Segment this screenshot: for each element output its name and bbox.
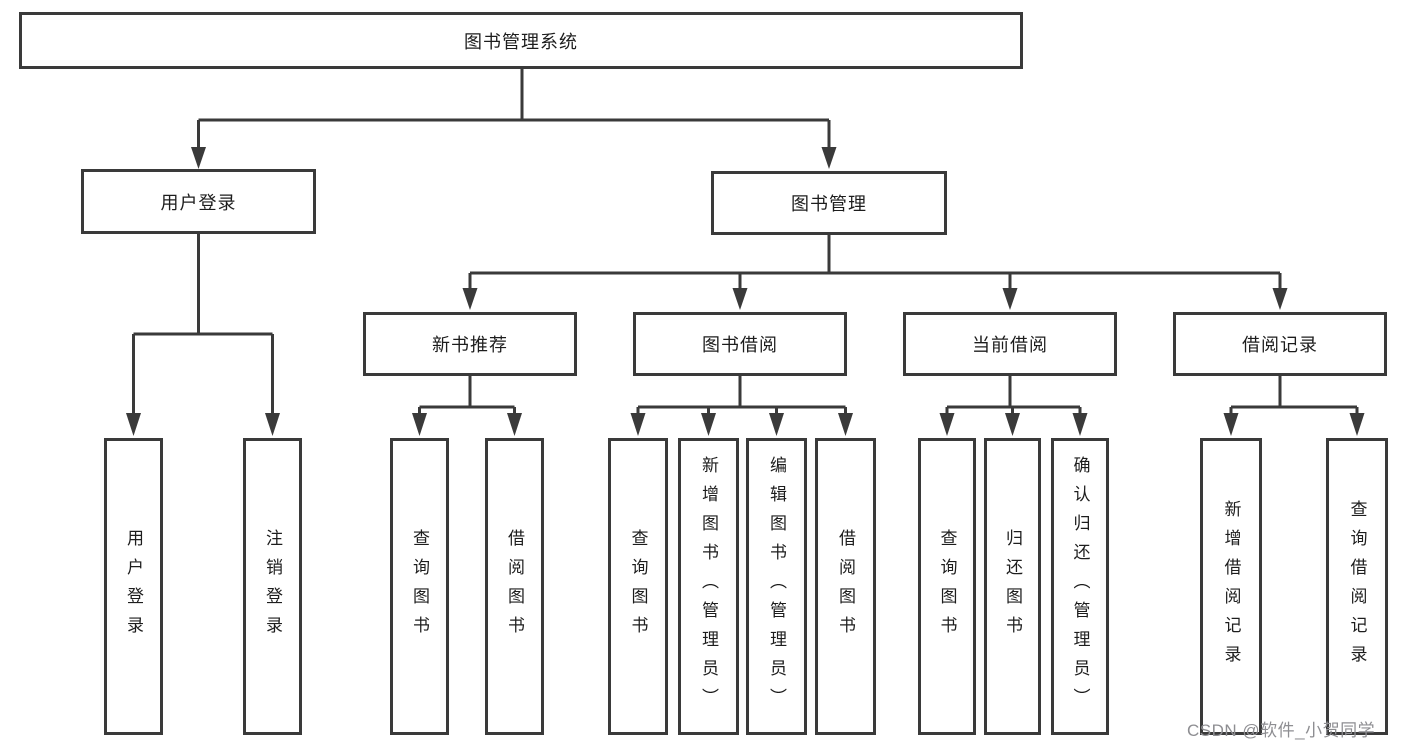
node-book-borrow-label: 图书借阅: [702, 335, 778, 355]
leaf-query-borrow-record: 查询借阅记录: [1326, 438, 1388, 735]
node-new-books: 新书推荐: [363, 312, 577, 376]
connector-bookmgmt-to-level2: [462, 235, 1288, 310]
node-root: 图书管理系统: [19, 12, 1023, 69]
leaf-user-login-label: 用户登录: [124, 528, 143, 645]
leaf-add-books-admin-label: 新增图书（管理员）: [699, 456, 718, 717]
leaf-return-books-label: 归还图书: [1003, 528, 1022, 645]
leaf-query-books-recommend-label: 查询图书: [410, 528, 429, 645]
node-user-login: 用户登录: [81, 169, 316, 234]
leaf-borrow-books-recommend-label: 借阅图书: [505, 528, 524, 645]
csdn-watermark: CSDN @软件_小贺同学: [1187, 721, 1376, 740]
leaf-query-books-borrow-label: 查询图书: [628, 528, 648, 645]
connector-newbooks-to-leaves: [412, 376, 522, 436]
node-book-mgmt: 图书管理: [711, 171, 947, 235]
node-current-borrow-label: 当前借阅: [972, 335, 1048, 355]
leaf-confirm-return-admin: 确认归还（管理员）: [1051, 438, 1109, 735]
leaf-add-borrow-record-label: 新增借阅记录: [1221, 499, 1241, 674]
leaf-query-books-current: 查询图书: [918, 438, 976, 735]
leaf-borrow-books-label: 借阅图书: [836, 528, 855, 645]
leaf-return-books: 归还图书: [984, 438, 1041, 735]
leaf-query-borrow-record-label: 查询借阅记录: [1347, 499, 1367, 674]
node-borrow-records-label: 借阅记录: [1242, 335, 1318, 355]
node-new-books-label: 新书推荐: [432, 335, 508, 355]
connector-currentborrow-to-leaves: [939, 376, 1088, 436]
leaf-logout-label: 注销登录: [263, 528, 282, 645]
connector-bookborrow-to-leaves: [630, 376, 853, 436]
leaf-confirm-return-admin-label: 确认归还（管理员）: [1070, 456, 1090, 717]
node-book-mgmt-label: 图书管理: [791, 194, 867, 214]
leaf-user-login: 用户登录: [104, 438, 163, 735]
connector-userlogin-to-leaves: [126, 234, 280, 436]
leaf-add-borrow-record: 新增借阅记录: [1200, 438, 1262, 735]
leaf-edit-books-admin: 编辑图书（管理员）: [746, 438, 807, 735]
connector-root-to-level1: [191, 69, 837, 169]
node-book-borrow: 图书借阅: [633, 312, 847, 376]
leaf-edit-books-admin-label: 编辑图书（管理员）: [767, 456, 786, 717]
node-current-borrow: 当前借阅: [903, 312, 1117, 376]
node-borrow-records: 借阅记录: [1173, 312, 1387, 376]
leaf-borrow-books: 借阅图书: [815, 438, 876, 735]
leaf-logout: 注销登录: [243, 438, 302, 735]
leaf-query-books-borrow: 查询图书: [608, 438, 668, 735]
node-root-label: 图书管理系统: [464, 31, 578, 52]
leaf-query-books-current-label: 查询图书: [937, 528, 957, 645]
connector-borrowrecords-to-leaves: [1223, 376, 1365, 436]
leaf-borrow-books-recommend: 借阅图书: [485, 438, 544, 735]
leaf-add-books-admin: 新增图书（管理员）: [678, 438, 739, 735]
node-user-login-label: 用户登录: [160, 192, 237, 213]
leaf-query-books-recommend: 查询图书: [390, 438, 449, 735]
